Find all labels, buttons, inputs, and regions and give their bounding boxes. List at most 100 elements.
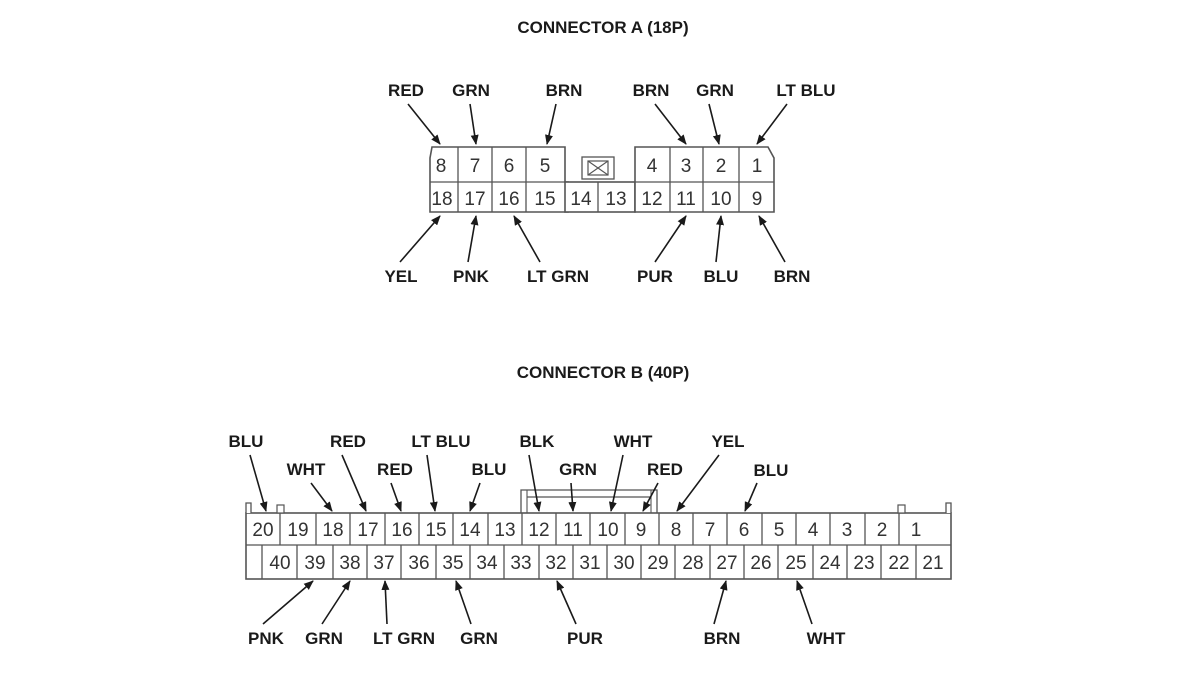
- pin-number: 9: [636, 520, 647, 541]
- pin-number: 40: [269, 553, 290, 574]
- pin-number: 1: [911, 520, 922, 541]
- pin-number: 5: [540, 156, 551, 177]
- pin-number: 12: [641, 189, 662, 210]
- wire-color-label: GRN: [696, 81, 734, 100]
- pin-number: 14: [570, 189, 592, 210]
- connector-a-body: [429, 146, 775, 213]
- leader-arrow: [758, 215, 786, 263]
- wire-color-label: GRN: [452, 81, 490, 100]
- wire-color-label: GRN: [460, 629, 498, 648]
- pin-number: 4: [808, 520, 819, 541]
- pin-number: 23: [853, 553, 874, 574]
- pin-number: 26: [750, 553, 771, 574]
- pin-number: 9: [752, 189, 763, 210]
- pin-number: 1: [752, 156, 763, 177]
- pin-number: 33: [510, 553, 531, 574]
- pin-number: 2: [877, 520, 888, 541]
- leader-arrow: [713, 580, 728, 625]
- connector-a-top-pins: 8 7 6 5 4 3 2 1: [436, 156, 763, 177]
- pin-number: 36: [408, 553, 429, 574]
- pin-number: 17: [357, 520, 378, 541]
- wire-color-label: GRN: [305, 629, 343, 648]
- pin-number: 37: [373, 553, 394, 574]
- pin-number: 13: [605, 189, 626, 210]
- pin-number: 31: [579, 553, 600, 574]
- leader-arrow: [399, 215, 441, 263]
- leader-arrow: [608, 454, 624, 512]
- wire-color-label: RED: [377, 460, 413, 479]
- leader-arrow: [455, 580, 472, 625]
- wire-color-label: RED: [647, 460, 683, 479]
- pin-number: 39: [304, 553, 325, 574]
- leader-arrow: [642, 482, 659, 512]
- wire-color-label: BRN: [633, 81, 670, 100]
- wire-color-label: PNK: [453, 267, 490, 286]
- leader-arrow: [469, 482, 481, 512]
- wire-color-label: BRN: [774, 267, 811, 286]
- pin-number: 29: [647, 553, 668, 574]
- pin-number: 32: [545, 553, 566, 574]
- leader-arrow: [556, 580, 577, 625]
- connector-a-title: CONNECTOR A (18P): [517, 18, 688, 37]
- leader-arrow: [744, 482, 758, 512]
- pin-number: 19: [287, 520, 308, 541]
- pin-number: 11: [676, 189, 696, 210]
- connector-b-title: CONNECTOR B (40P): [517, 363, 690, 382]
- leader-arrow: [676, 454, 720, 512]
- wire-color-label: PUR: [637, 267, 673, 286]
- leader-arrow: [545, 103, 557, 145]
- leader-arrow: [654, 103, 687, 145]
- leader-arrow: [310, 482, 333, 512]
- wire-color-label: BLU: [754, 461, 789, 480]
- pin-number: 38: [339, 553, 360, 574]
- leader-arrow: [321, 580, 351, 625]
- connector-b-bottom-grid: [296, 545, 917, 579]
- leader-arrow: [796, 580, 813, 625]
- leader-arrow: [407, 103, 441, 145]
- connector-b-top-pins: 20 19 18 17 16 15 14 13 12 11 10 9 8 7 6…: [252, 520, 921, 541]
- leader-arrow: [262, 580, 314, 625]
- pin-number: 28: [682, 553, 703, 574]
- leader-arrow: [715, 215, 725, 263]
- pin-number: 22: [888, 553, 909, 574]
- connector-b-top-arrows: [249, 454, 758, 512]
- pin-number: 16: [498, 189, 519, 210]
- wire-color-label: PNK: [248, 629, 285, 648]
- pin-number: 13: [494, 520, 515, 541]
- wire-color-label: BLU: [704, 267, 739, 286]
- pin-number: 3: [681, 156, 692, 177]
- pin-number: 25: [785, 553, 806, 574]
- pin-number: 8: [671, 520, 682, 541]
- connector-a-bottom-arrows: [399, 215, 786, 263]
- connector-a-bottom-labels: YEL PNK LT GRN PUR BLU BRN: [384, 267, 810, 286]
- connector-b-bottom-labels: PNK GRN LT GRN GRN PUR BRN WHT: [248, 629, 846, 648]
- connector-b-top-grid: [279, 513, 900, 545]
- leader-arrow: [469, 103, 479, 145]
- pin-number: 18: [322, 520, 343, 541]
- pin-number: 11: [563, 520, 583, 541]
- wire-color-label: YEL: [711, 432, 744, 451]
- leader-arrow: [568, 482, 577, 512]
- pin-number: 8: [436, 156, 447, 177]
- connector-a-top-labels: RED GRN BRN BRN GRN LT BLU: [388, 81, 836, 100]
- leader-arrow: [467, 215, 479, 263]
- wire-color-label: WHT: [807, 629, 846, 648]
- wire-color-label: WHT: [614, 432, 653, 451]
- leader-arrow: [390, 482, 402, 512]
- leader-arrow: [528, 454, 542, 512]
- pin-number: 6: [504, 156, 515, 177]
- leader-arrow: [513, 215, 541, 263]
- pin-number: 12: [528, 520, 549, 541]
- wire-color-label: BLU: [229, 432, 264, 451]
- leader-arrow: [708, 103, 721, 145]
- wire-color-label: YEL: [384, 267, 417, 286]
- wire-color-label: LT GRN: [527, 267, 589, 286]
- pin-number: 14: [459, 520, 481, 541]
- wire-color-label: GRN: [559, 460, 597, 479]
- wire-color-label: WHT: [287, 460, 326, 479]
- pin-number: 3: [842, 520, 853, 541]
- pin-number: 7: [470, 156, 481, 177]
- connector-b-bottom-arrows: [262, 580, 813, 625]
- pin-number: 4: [647, 156, 658, 177]
